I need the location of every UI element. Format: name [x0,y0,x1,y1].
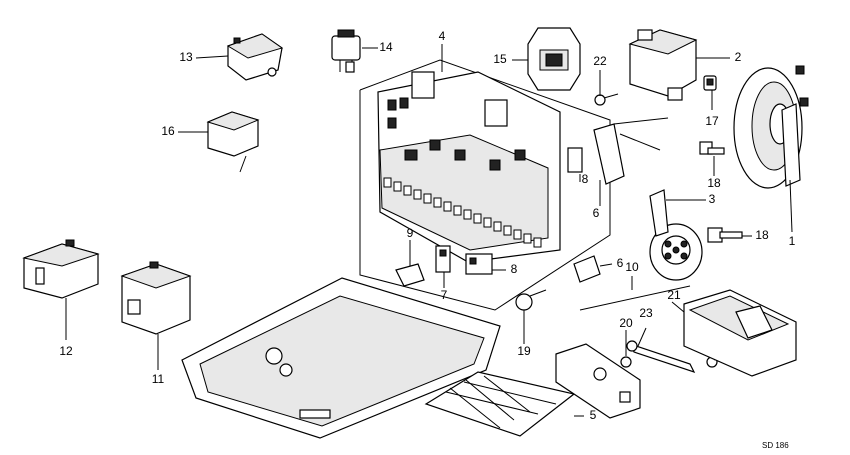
callout-20: 20 [619,316,633,330]
connector-9 [395,263,425,287]
callout-5: 5 [590,408,597,422]
relay-11 [120,261,192,335]
leader-lines [65,44,793,417]
callout-6-upper: 6 [593,206,600,220]
relay-12 [22,239,100,299]
clip-17 [703,75,717,91]
bolt-18-lower [707,227,743,243]
callout-18-upper: 18 [707,176,721,190]
callout-8-lower: 8 [511,262,518,276]
callout-22: 22 [593,54,607,68]
bolt-18-upper [699,141,725,155]
callout-11: 11 [152,372,165,386]
connector-bracket-6-8 [567,117,669,185]
callout-15: 15 [493,52,507,66]
callout-21: 21 [667,288,681,302]
callout-1: 1 [789,234,796,248]
fuse-relay-box [377,71,561,263]
callout-2: 2 [735,50,742,64]
bracket-15 [527,27,581,91]
callout-16: 16 [161,124,175,138]
callout-9: 9 [407,226,414,240]
callout-14: 14 [379,40,393,54]
callout-23: 23 [639,306,653,320]
screw-22 [594,93,619,106]
connector-6 [573,255,601,283]
bracket-10-group-line [579,285,691,311]
horn-3 [649,189,703,281]
relay-2 [628,29,698,101]
callout-12: 12 [59,344,73,358]
relay-13 [226,33,284,81]
callout-13: 13 [179,50,193,64]
drawing-code: SD 186 [762,441,789,450]
callout-17: 17 [705,114,719,128]
bracket-10 [555,343,641,419]
wrench-23 [626,340,696,374]
callout-4: 4 [439,29,446,43]
callout-6-lower: 6 [617,256,624,270]
callout-labels: 13 14 4 15 22 2 16 17 18 18 1 3 8 6 6 9 … [59,29,795,422]
callout-18-lower: 18 [755,228,769,242]
callout-10: 10 [625,260,639,274]
connector-8 [465,253,493,275]
bolt-19 [515,289,547,311]
screw-20 [620,356,632,368]
relay-14 [331,29,361,73]
relay-16 [206,111,260,173]
fuse-box-group-outline [359,59,611,311]
callout-8-upper: 8 [582,172,589,186]
connector-7 [435,245,451,273]
callout-19: 19 [517,344,531,358]
under-dash-tray [181,277,501,439]
tool-tray-21 [683,289,797,377]
callout-7: 7 [441,288,448,302]
callout-3: 3 [709,192,716,206]
horn-1 [733,65,809,189]
